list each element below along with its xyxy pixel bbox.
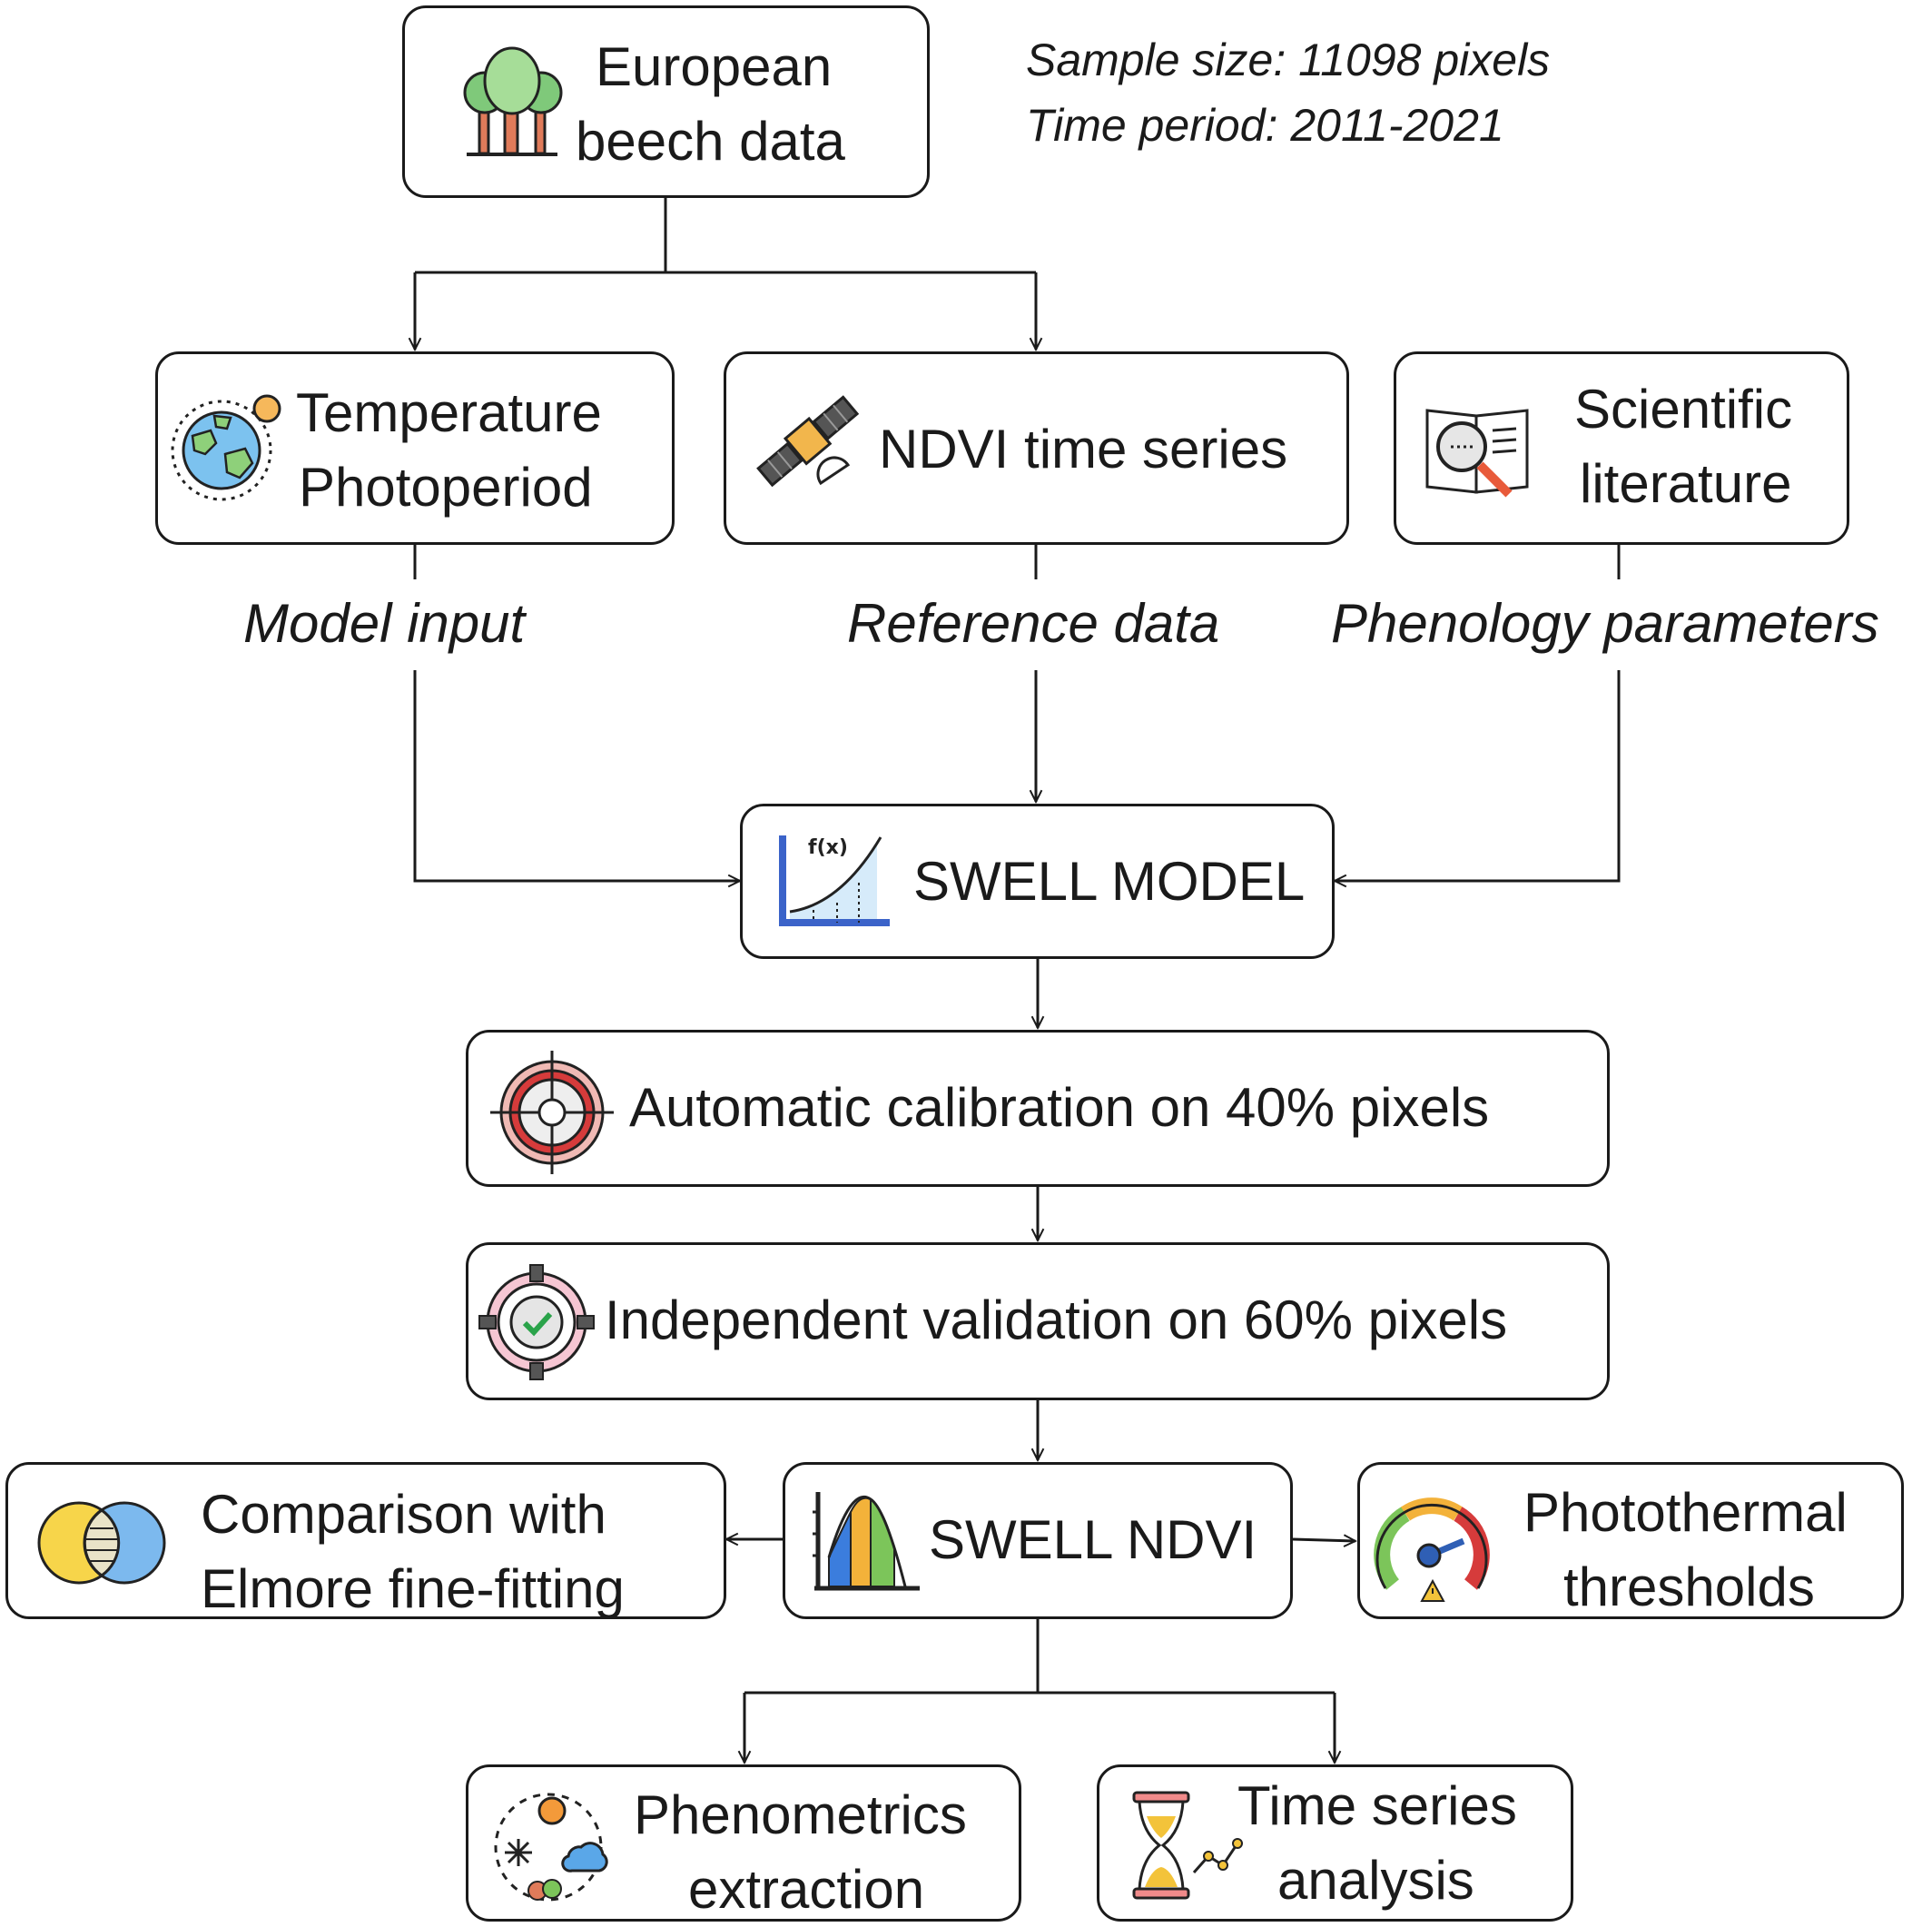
phenometrics-line1: Phenometrics [634, 1784, 967, 1845]
node-swell-model: f(x) SWELL MODEL [740, 804, 1335, 959]
bell-curve-icon [813, 1492, 920, 1591]
sample-size-text: Sample size: 11098 pixels [1026, 35, 1551, 85]
photothermal-line2: thresholds [1563, 1556, 1815, 1617]
globe-sun-icon [171, 394, 281, 501]
trees-icon [463, 46, 563, 156]
svg-text:f(x): f(x) [808, 836, 848, 859]
beech-line2: beech data [576, 111, 845, 172]
beech-line1: European [596, 36, 833, 97]
function-graph-icon: f(x) [779, 835, 890, 926]
node-beech-data: European beech data [402, 5, 930, 198]
temperature-line2: Photoperiod [299, 457, 593, 518]
calibration-label: Automatic calibration on 40% pixels [629, 1077, 1490, 1138]
swell-model-label: SWELL MODEL [913, 851, 1306, 912]
label-model-input: Model input [243, 593, 526, 654]
node-temperature-photoperiod: Temperature Photoperiod [155, 351, 675, 545]
timeseries-line2: analysis [1277, 1850, 1474, 1911]
venn-icon [37, 1501, 166, 1585]
node-scientific-literature: Scientific literature [1394, 351, 1849, 545]
comparison-line1: Comparison with [201, 1484, 606, 1545]
comparison-line2: Elmore fine-fitting [201, 1558, 625, 1619]
label-reference-data: Reference data [847, 593, 1220, 654]
target-icon [490, 1051, 614, 1174]
edge-literature-swell [1335, 670, 1621, 881]
literature-line1: Scientific [1574, 379, 1793, 440]
temperature-line1: Temperature [296, 382, 602, 443]
node-time-series-analysis: Time series analysis [1097, 1764, 1573, 1922]
node-phenometrics-extraction: Phenometrics extraction [466, 1764, 1021, 1922]
photothermal-line1: Photothermal [1523, 1482, 1848, 1543]
time-period-text: Time period: 2011-2021 [1026, 100, 1504, 151]
satellite-icon [756, 395, 860, 488]
timeseries-line1: Time series [1237, 1775, 1517, 1836]
node-photothermal-thresholds: Photothermal thresholds [1357, 1462, 1904, 1619]
node-independent-validation: Independent validation on 60% pixels [466, 1242, 1610, 1400]
phenometrics-line2: extraction [688, 1859, 925, 1920]
edge-temperature-swell [413, 670, 740, 881]
hourglass-icon [1132, 1791, 1243, 1900]
node-comparison-elmore: Comparison with Elmore fine-fitting [5, 1462, 726, 1619]
literature-line2: literature [1580, 453, 1792, 514]
edge-split-temperature [415, 271, 1036, 350]
ndvi-label: NDVI time series [879, 419, 1288, 479]
swell-ndvi-label: SWELL NDVI [929, 1509, 1257, 1570]
node-ndvi-time-series: NDVI time series [724, 351, 1349, 545]
validation-label: Independent validation on 60% pixels [605, 1290, 1508, 1350]
target-check-icon [478, 1264, 595, 1380]
gauge-icon [1374, 1497, 1490, 1602]
edge-split-phenometrics [744, 1691, 1335, 1763]
edge-swellndvi-photothermal [1292, 1539, 1355, 1541]
book-magnifier-icon [1425, 409, 1529, 498]
node-swell-ndvi: SWELL NDVI [783, 1462, 1293, 1619]
node-automatic-calibration: Automatic calibration on 40% pixels [466, 1030, 1610, 1187]
seasons-icon [494, 1793, 608, 1902]
label-phenology-parameters: Phenology parameters [1331, 593, 1879, 654]
